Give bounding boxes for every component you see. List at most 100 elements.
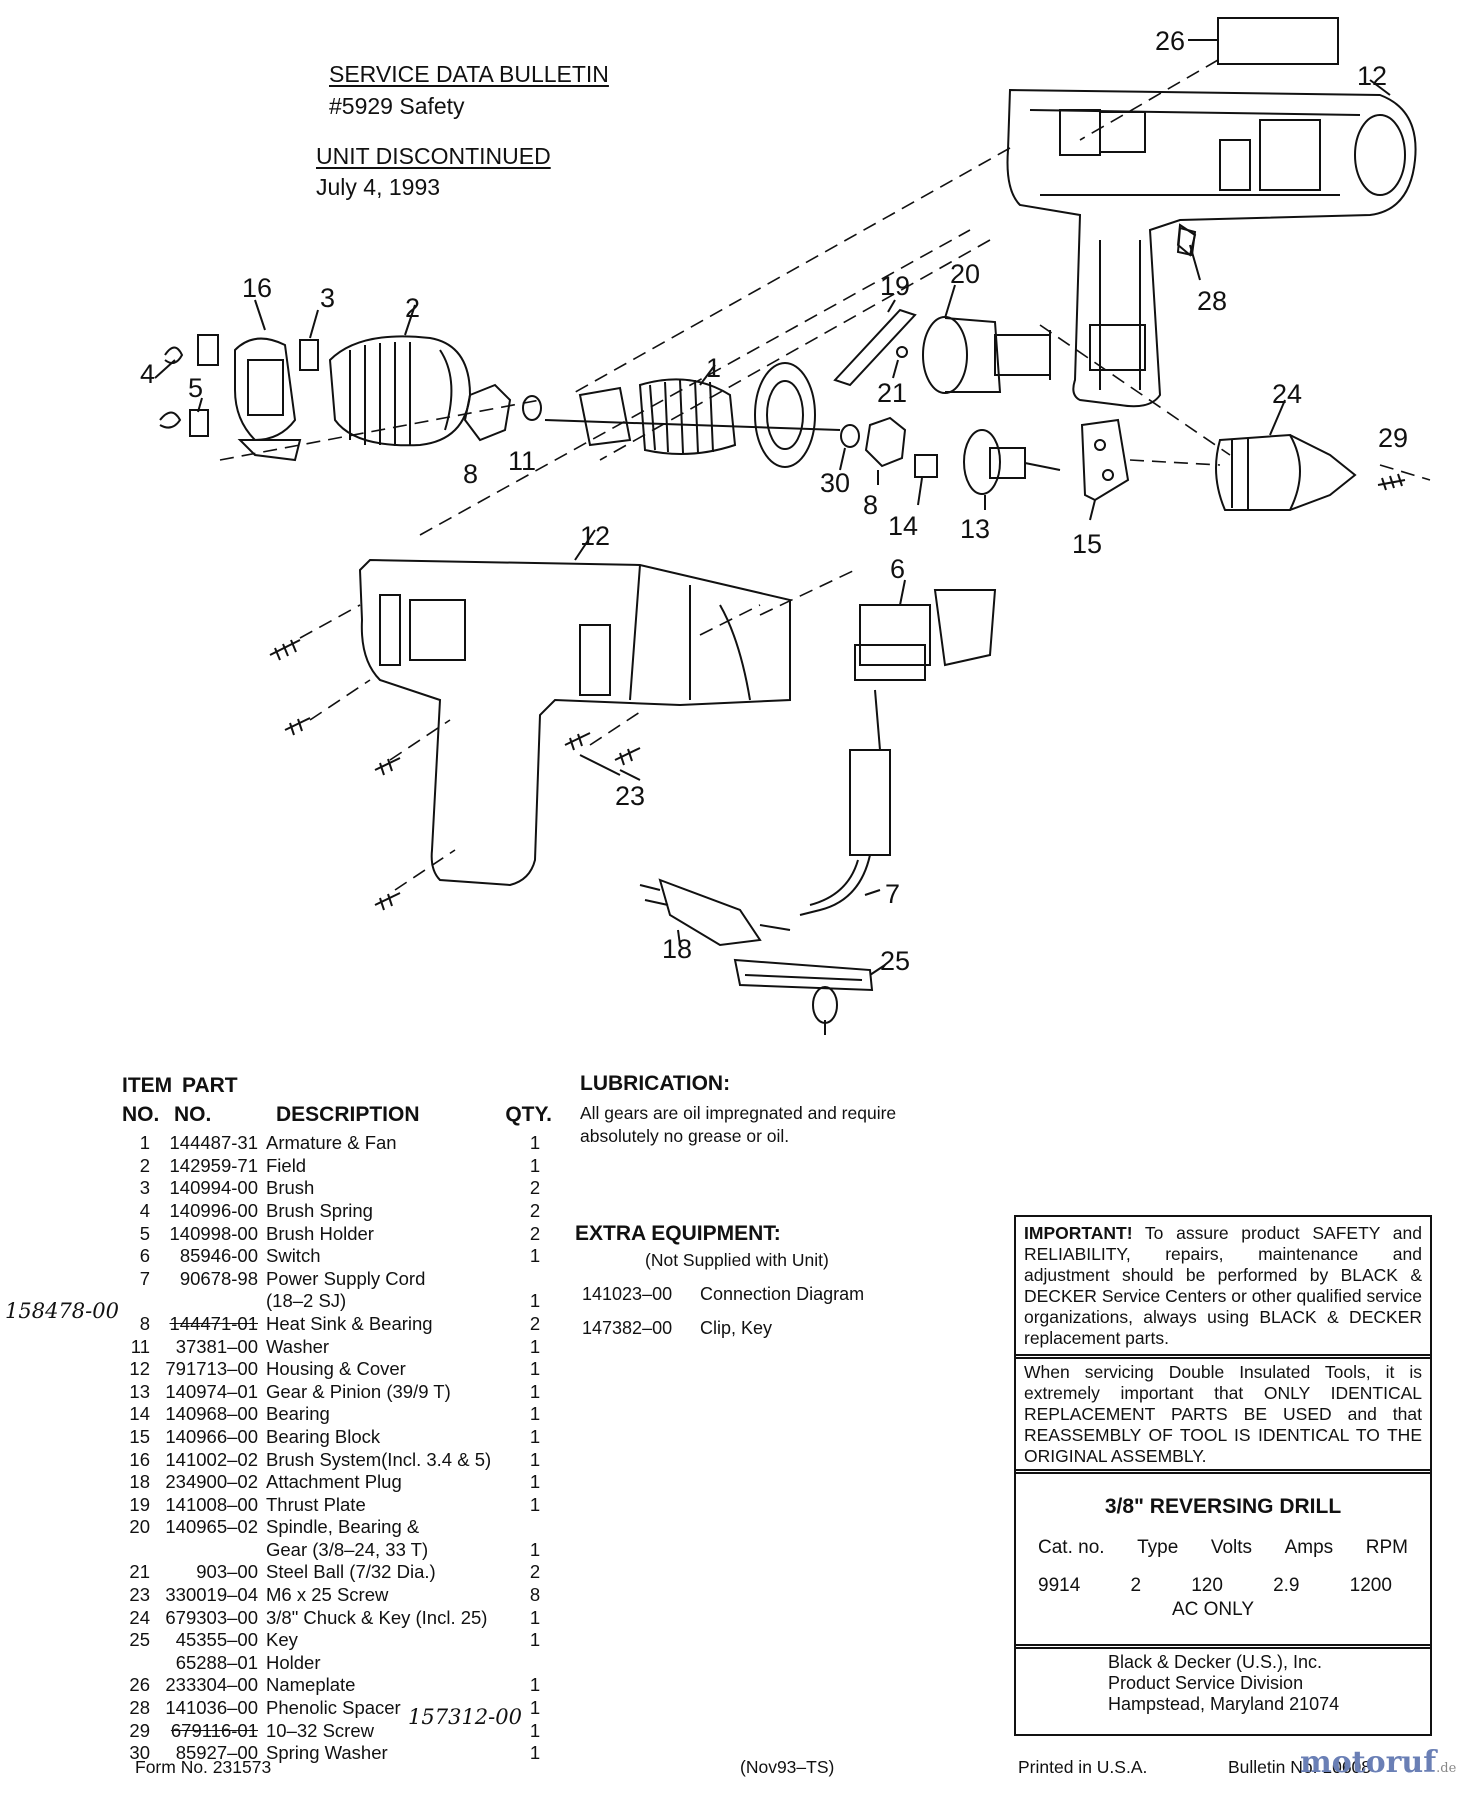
part-no: 144471-01: [169, 1312, 258, 1334]
quantity: 2: [529, 1312, 541, 1334]
quantity: 1: [529, 1245, 541, 1267]
quantity: 8: [529, 1584, 541, 1606]
description: Brush Spring: [266, 1199, 373, 1221]
part-no: 330019–04: [165, 1584, 258, 1606]
extra-item-2-desc: Clip, Key: [700, 1318, 773, 1338]
part-no: 140998-00: [169, 1222, 258, 1244]
nameplate: [1217, 17, 1339, 65]
watermark-suffix: .de: [1436, 1761, 1457, 1776]
item-no: 4: [139, 1199, 150, 1221]
company-box: Black & Decker (U.S.), Inc. Product Serv…: [1014, 1644, 1432, 1736]
quantity: 2: [529, 1177, 541, 1199]
attachment-plug: [639, 878, 791, 947]
item-no: 21: [129, 1561, 150, 1583]
lubrication-heading: LUBRICATION:: [580, 1072, 731, 1095]
description: Housing & Cover: [266, 1358, 406, 1380]
washer: [522, 395, 542, 421]
gear-and-pinion: [963, 429, 1061, 510]
description: Spring Washer: [266, 1742, 388, 1764]
part-no: 791713–00: [165, 1358, 258, 1380]
description: (18–2 SJ): [266, 1290, 347, 1312]
quantity: [518, 1516, 552, 1539]
description: Bearing: [266, 1403, 330, 1425]
housing-half-top: [1006, 79, 1417, 408]
handwritten-screw-correction: 157312-00: [408, 1705, 522, 1729]
screw-10-32: [1377, 473, 1406, 491]
description: Phenolic Spacer: [266, 1697, 401, 1719]
callout-6: 6: [890, 554, 905, 584]
double-insulated-notice: When servicing Double Insulated Tools, i…: [1024, 1362, 1422, 1466]
table-row: (18–2 SJ)1: [122, 1290, 552, 1313]
spring-washer: [840, 424, 860, 448]
quantity: 1: [529, 1132, 541, 1154]
important-notice: IMPORTANT! To assure product SAFETY and …: [1016, 1217, 1430, 1355]
company-address: Black & Decker (U.S.), Inc. Product Serv…: [1016, 1646, 1430, 1715]
important-notice-box: IMPORTANT! To assure product SAFETY and …: [1014, 1215, 1432, 1359]
spec-volts: 120: [1191, 1575, 1223, 1596]
company-name: Black & Decker (U.S.), Inc.: [1108, 1652, 1323, 1672]
callout-7: 7: [885, 879, 900, 909]
item-no: 13: [129, 1380, 150, 1402]
quantity: 1: [529, 1742, 541, 1764]
part-no: 65288–01: [175, 1651, 258, 1673]
quantity: 1: [529, 1538, 541, 1560]
extra-equipment-heading: EXTRA EQUIPMENT:: [575, 1222, 781, 1245]
description: M6 x 25 Screw: [266, 1584, 389, 1606]
handwritten-part-correction: 158478-00: [5, 1299, 119, 1323]
callout-4: 4: [140, 359, 155, 389]
unit-status: UNIT DISCONTINUED: [316, 143, 551, 169]
printed-in: Printed in U.S.A.: [1018, 1757, 1148, 1777]
callout-21: 21: [877, 378, 907, 408]
extra-equipment-note: (Not Supplied with Unit): [645, 1250, 829, 1270]
description: 3/8" Chuck & Key (Incl. 25): [266, 1606, 488, 1628]
bulletin-number-footer: Bulletin No. 10608: [1228, 1757, 1372, 1777]
callout-19: 19: [880, 271, 910, 301]
description: Switch: [266, 1245, 321, 1267]
spec-rpm: 1200: [1349, 1575, 1392, 1596]
discontinued-date: July 4, 1993: [316, 174, 441, 200]
extra-item-2-part: 147382–00: [582, 1318, 673, 1338]
quantity: 1: [529, 1629, 541, 1651]
part-no: 903–00: [196, 1561, 258, 1583]
callout-3: 3: [320, 283, 335, 313]
spec-type: 2: [1130, 1575, 1142, 1596]
important-lead: IMPORTANT!: [1024, 1223, 1133, 1243]
quantity: 1: [529, 1448, 541, 1470]
spindle-bearing-gear: [922, 284, 1051, 394]
brush: [299, 339, 319, 371]
watermark-text: motoruf: [1300, 1745, 1437, 1780]
description: Thrust Plate: [266, 1493, 366, 1515]
important-text: To assure product SAFETY and RELIABILITY…: [1024, 1223, 1422, 1348]
parts-header-line2: NO. NO. DESCRIPTION QTY.: [122, 1103, 552, 1127]
part-no: 142959-71: [169, 1154, 258, 1176]
part-no: 141002–02: [165, 1448, 258, 1470]
double-insulated-box: When servicing Double Insulated Tools, i…: [1014, 1354, 1432, 1474]
field-coil: [328, 304, 472, 447]
part-no: 85927–00: [175, 1742, 258, 1764]
description: Brush: [266, 1177, 315, 1199]
item-no: 18: [129, 1471, 150, 1493]
item-no: 11: [130, 1335, 150, 1357]
part-no: 234900–02: [165, 1471, 258, 1493]
description: Power Supply Cord: [266, 1267, 426, 1289]
callout-15: 15: [1072, 529, 1102, 559]
callout-1: 1: [706, 353, 721, 383]
quantity: 2: [529, 1199, 541, 1221]
item-no: 20: [129, 1516, 150, 1538]
parts-header-line1: ITEM PART: [122, 1074, 552, 1098]
quantity: [518, 1268, 552, 1291]
item-no: 24: [129, 1606, 150, 1628]
watermark-logo: motoruf.de: [1300, 1745, 1456, 1780]
part-no: [150, 1290, 266, 1313]
item-no: 1: [139, 1132, 150, 1154]
item-no: 5: [139, 1222, 150, 1244]
part-no: 37381–00: [175, 1335, 258, 1357]
